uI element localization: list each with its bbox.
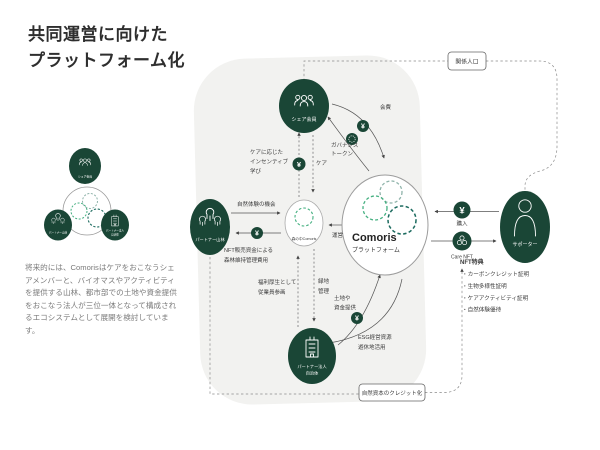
governance-token-icon	[346, 133, 358, 145]
label-care: ケア	[316, 160, 328, 167]
nft-benefit-item: ・生物多様性証明	[462, 282, 507, 290]
share-member-label: シェア会員	[291, 116, 316, 123]
care-nft-icon	[452, 231, 472, 251]
nft-fund-yen-icon: ¥	[251, 227, 263, 239]
incentive-yen-icon: ¥	[292, 157, 306, 171]
purchase-yen-icon: ¥	[453, 201, 471, 219]
route-forest-to-credit-box	[209, 257, 359, 395]
platform-subtitle: プラットフォーム	[352, 247, 400, 254]
node-supporter: サポーター	[500, 191, 550, 263]
label-nftfund1: NFT販売資金による	[224, 246, 273, 254]
label-incentive1: ケアに応じた	[250, 148, 283, 156]
natural-capital-credit-box: 自然資本のクレジット化	[358, 383, 426, 402]
svg-text:¥: ¥	[361, 124, 365, 131]
mini-ecosystem-diagram: シェア会員 パートナー山林 パートナー法人 自治体	[44, 148, 129, 241]
label-land2: 資金提供	[334, 304, 357, 312]
label-esg2: 遊休地活用	[358, 343, 386, 351]
page-title: 共同運営に向けた プラットフォーム化	[28, 22, 185, 75]
natural-capital-credit-label: 自然資本のクレジット化	[362, 389, 423, 397]
logo-circle-green	[362, 195, 388, 221]
label-operation: 運営	[332, 231, 344, 239]
label-land1: 土地や	[334, 294, 351, 302]
logo-circle-teal	[387, 205, 417, 235]
hub-logo-circle	[294, 207, 314, 227]
hub-label: 森の中Comoris	[292, 236, 317, 241]
node-share-member: シェア会員	[279, 79, 329, 133]
label-welfare2: 従業員参画	[258, 288, 286, 296]
partner-corp-label1: パートナー法人	[297, 363, 327, 370]
route-credit-box-to-care-nft	[425, 268, 464, 393]
node-comoris-platform: Comoris プラットフォーム	[341, 174, 429, 276]
label-incentive2: インセンティブ	[250, 158, 289, 166]
mini-corp-label1: パートナー法人	[106, 229, 125, 233]
label-nature: 自然体験の機会	[237, 200, 276, 208]
mini-share-label: シェア会員	[78, 175, 92, 179]
nft-benefit-item: ・カーボンクレジット証明	[462, 270, 530, 278]
label-governance1: ガバナンス	[331, 141, 358, 149]
label-welfare1: 福利厚生として	[258, 278, 296, 286]
mini-node-corp: パートナー法人 自治体	[101, 209, 129, 241]
logo-circle-gray	[379, 180, 403, 204]
route-share-to-related-population	[303, 60, 448, 81]
svg-text:¥: ¥	[459, 205, 465, 216]
description-text: 将来的には、Comorisはケアをおこなうシェアメンバーと、バイオマスやアクティ…	[25, 263, 177, 335]
mini-corp-label2: 自治体	[111, 232, 119, 236]
svg-text:¥: ¥	[355, 316, 359, 323]
land-fund-yen-icon: ¥	[351, 312, 363, 324]
page-title-line1: 共同運営に向けた	[28, 25, 168, 44]
node-partner-corp: パートナー法人 自治体	[288, 328, 336, 384]
mini-logo-green	[70, 202, 88, 220]
nft-benefits-list: NFT特典 ・カーボンクレジット証明 ・生物多様性証明 ・ケアアクティビティ証明…	[460, 258, 530, 314]
partner-forest-label: パートナー山林	[195, 236, 225, 243]
nft-benefit-item: ・ケアアクティビティ証明	[462, 294, 529, 302]
page-title-line2: プラットフォーム化	[28, 51, 185, 71]
nft-benefit-item: ・自然体験優待	[462, 306, 502, 314]
related-population-label: 関係人口	[455, 58, 478, 66]
mini-logo-gray	[82, 193, 98, 209]
node-forest-hub: 森の中Comoris	[284, 199, 324, 247]
mini-forest-label: パートナー山林	[49, 231, 68, 235]
svg-text:¥: ¥	[297, 160, 302, 169]
platform-name: Comoris	[352, 232, 397, 244]
arrow-governance-token	[327, 116, 370, 172]
nft-benefits-title: NFT特典	[460, 258, 484, 266]
related-population-box: 関係人口	[447, 51, 487, 71]
partner-corp-label2: 自治体	[306, 370, 319, 377]
label-incentive3: 学び	[250, 167, 262, 175]
label-green2: 管理	[318, 287, 330, 295]
supporter-label: サポーター	[512, 241, 537, 248]
label-purchase: 購入	[456, 220, 468, 228]
svg-text:¥: ¥	[255, 231, 259, 238]
fee-yen-icon: ¥	[357, 120, 369, 132]
label-nftfund2: 森林維持管理費用	[224, 256, 268, 264]
arrow-esg	[328, 278, 403, 345]
mini-node-forest: パートナー山林	[44, 209, 72, 241]
label-esg1: ESG経営資源	[358, 333, 392, 341]
label-care-nft: Care NFT	[451, 255, 473, 261]
node-partner-forest: パートナー山林	[190, 199, 230, 255]
route-related-population-to-supporter	[486, 60, 558, 191]
label-fee: 会費	[380, 103, 392, 111]
label-governance2: トークン	[331, 151, 354, 158]
label-green1: 緑地	[318, 277, 330, 285]
mini-node-share: シェア会員	[69, 148, 101, 184]
